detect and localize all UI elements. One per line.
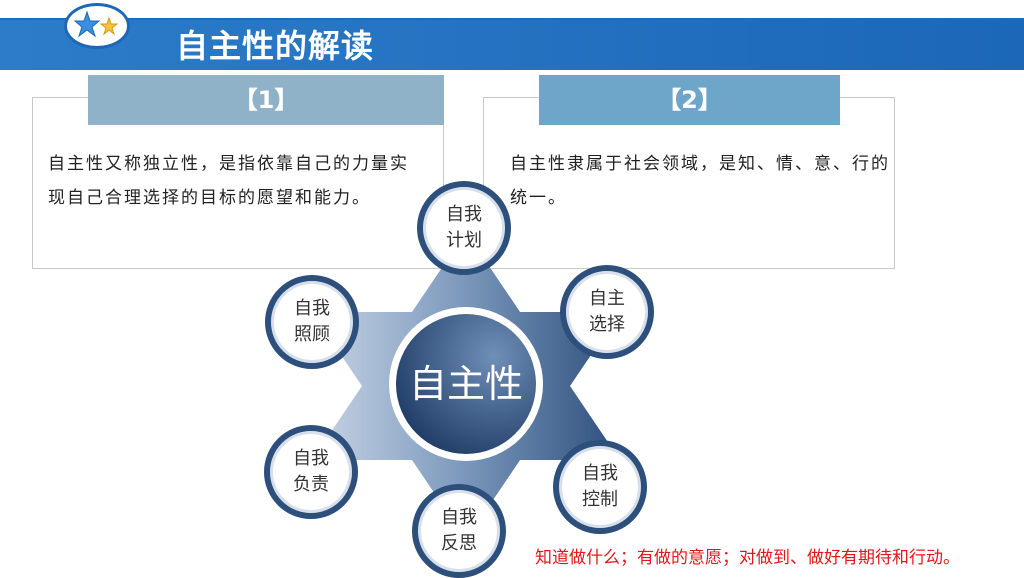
node-label: 自我 控制 (582, 463, 618, 510)
center-circle (396, 314, 536, 454)
footer-note: 知道做什么；有做的意愿；对做到、做好有期待和行动。 (535, 548, 960, 568)
node-label: 自我 负责 (293, 448, 329, 495)
page-title: 自主性的解读 (176, 27, 375, 65)
node-label: 自我 计划 (446, 204, 482, 251)
panel-1-text: 自主性又称独立性，是指依靠自己的力量实现自己合理选择的目标的愿望和能力。 (48, 154, 409, 208)
center-label: 自主性 (408, 362, 523, 406)
node-self-care: 自我 照顾 (265, 275, 359, 369)
node-self-control: 自我 控制 (553, 440, 647, 534)
node-label: 自主 选择 (589, 288, 625, 335)
node-self-responsible: 自我 负责 (264, 425, 358, 519)
node-self-choose: 自主 选择 (560, 265, 654, 359)
node-label: 自我 反思 (441, 507, 477, 554)
panel-2-heading: 【2】 (539, 75, 840, 125)
star-logo-icon (64, 3, 130, 49)
panel-1 (32, 97, 444, 269)
header-top-line (0, 18, 1024, 20)
panel-1-heading: 【1】 (88, 75, 444, 125)
panel-2 (483, 97, 895, 269)
node-self-reflect: 自我 反思 (412, 484, 506, 578)
panel-2-text: 自主性隶属于社会领域，是知、情、意、行的统一。 (510, 154, 890, 208)
node-label: 自我 照顾 (294, 298, 330, 345)
node-self-plan: 自我 计划 (417, 181, 511, 275)
header-bar (0, 20, 1024, 70)
